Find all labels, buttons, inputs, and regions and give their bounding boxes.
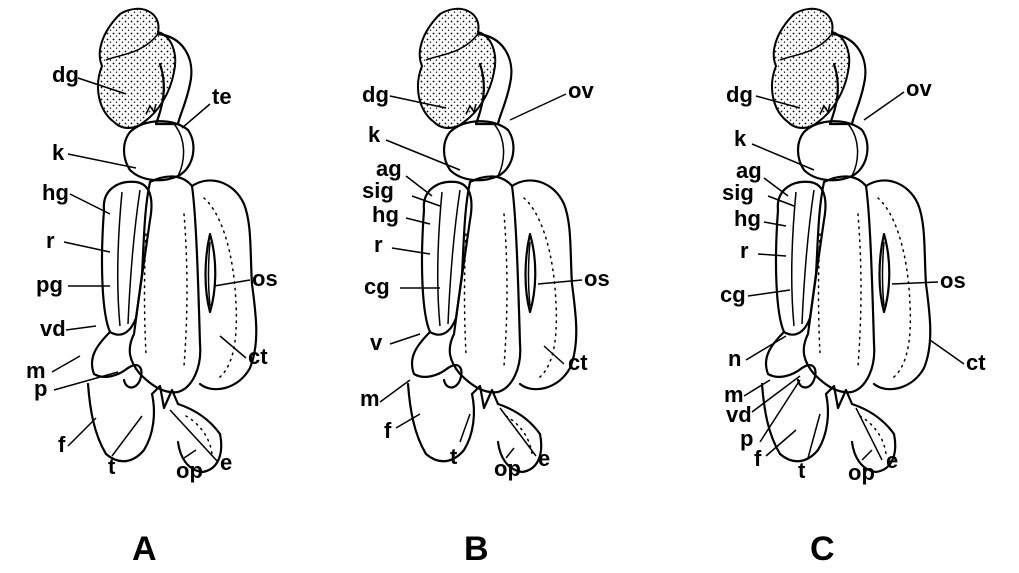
label-a-e: e: [220, 450, 232, 475]
label-a-r: r: [46, 228, 55, 253]
label-c-sig: sig: [722, 180, 754, 205]
label-b-r: r: [374, 232, 383, 257]
label-a-hg: hg: [42, 180, 69, 205]
label-a-p: p: [34, 376, 47, 401]
label-c-os: os: [940, 268, 966, 293]
label-a-ct: ct: [248, 344, 268, 369]
label-c-hg: hg: [734, 206, 761, 231]
label-a-op: op: [176, 458, 203, 483]
label-b-e: e: [538, 446, 550, 471]
panel-b: dg ov k ag sig hg r cg os v ct m f t e o…: [360, 9, 610, 568]
label-c-k: k: [734, 126, 747, 151]
label-a-te: te: [212, 84, 232, 109]
label-b-m: m: [360, 386, 380, 411]
label-c-vd: vd: [726, 402, 752, 427]
panel-letter-a: A: [132, 530, 157, 568]
label-b-os: os: [584, 266, 610, 291]
label-c-cg: cg: [720, 282, 746, 307]
label-c-ct: ct: [966, 350, 986, 375]
label-a-dg: dg: [52, 62, 79, 87]
label-b-op: op: [494, 456, 521, 481]
panel-c: dg ov k ag sig hg r cg os n ct m vd p f …: [720, 9, 986, 568]
organ-drawing-a: [88, 9, 256, 472]
label-b-hg: hg: [372, 202, 399, 227]
label-c-t: t: [798, 458, 806, 483]
label-c-dg: dg: [726, 82, 753, 107]
label-a-k: k: [52, 140, 65, 165]
label-b-sig: sig: [362, 178, 394, 203]
label-c-p: p: [740, 426, 753, 451]
label-b-v: v: [370, 330, 383, 355]
label-c-op: op: [848, 460, 875, 485]
label-a-os: os: [252, 266, 278, 291]
panel-letter-b: B: [464, 530, 489, 568]
panel-a: dg te k hg r pg os vd ct m p f t e op A: [26, 9, 278, 568]
label-a-f: f: [58, 432, 66, 457]
panel-letter-c: C: [810, 530, 835, 568]
label-a-t: t: [108, 454, 116, 479]
label-c-n: n: [728, 346, 741, 371]
label-a-vd: vd: [40, 316, 66, 341]
label-b-ov: ov: [568, 78, 594, 103]
label-b-t: t: [450, 444, 458, 469]
organ-drawing-b: [408, 9, 576, 472]
label-b-cg: cg: [364, 274, 390, 299]
label-b-dg: dg: [362, 82, 389, 107]
label-a-pg: pg: [36, 272, 63, 297]
label-c-e: e: [886, 448, 898, 473]
label-b-f: f: [384, 418, 392, 443]
label-c-r: r: [740, 238, 749, 263]
label-c-ov: ov: [906, 76, 932, 101]
label-c-f: f: [754, 446, 762, 471]
label-b-ct: ct: [568, 350, 588, 375]
label-b-k: k: [368, 122, 381, 147]
